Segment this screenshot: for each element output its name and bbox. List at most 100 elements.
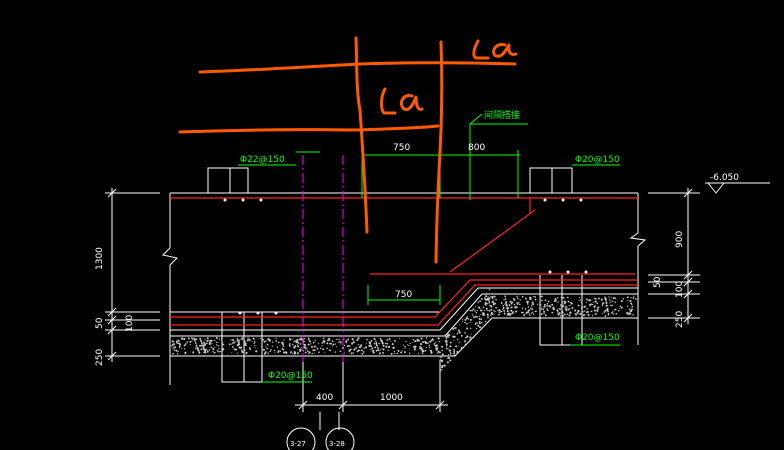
hatch-dot xyxy=(308,340,311,343)
hatch-dot xyxy=(564,308,567,311)
hatch-dot xyxy=(297,344,299,346)
hatch-dot xyxy=(241,351,244,354)
hatch-dot xyxy=(510,309,513,312)
hatch-dot xyxy=(466,322,468,325)
dim-bottom-1000: 1000 xyxy=(380,393,403,403)
hatch-dot xyxy=(400,351,403,354)
hatch-dot xyxy=(630,302,632,304)
hatch-dot xyxy=(274,350,276,352)
hatch-dot xyxy=(295,339,298,342)
hatch-dot xyxy=(288,338,292,341)
dim-left-100: 100 xyxy=(125,315,135,332)
hatch-dot xyxy=(540,304,542,306)
rebar-dots xyxy=(223,198,588,315)
hatch-dot xyxy=(509,313,512,317)
hatch-dot xyxy=(551,311,554,314)
hatch-dot xyxy=(382,351,384,354)
hatch-dot xyxy=(613,297,616,300)
hatch-dot xyxy=(243,337,245,339)
hatch-dot xyxy=(382,353,384,355)
hatch-dot xyxy=(416,340,419,342)
hatch-dot xyxy=(216,349,219,352)
hatch-dot xyxy=(316,347,319,350)
hatch-dot xyxy=(352,340,355,342)
dim-top-800: 800 xyxy=(468,143,485,153)
hatch-dot xyxy=(561,309,564,312)
hatch-dot xyxy=(480,327,482,329)
hatch-dot xyxy=(240,348,242,350)
hatch-dot xyxy=(469,336,472,339)
hatch-dot xyxy=(216,341,218,344)
hatch-dot xyxy=(253,342,255,345)
hatch-dot xyxy=(429,349,432,352)
hatch-dot xyxy=(456,338,459,341)
hatch-dot xyxy=(278,349,280,352)
hatch-dot xyxy=(627,300,629,302)
hatch-dot xyxy=(428,344,431,346)
hatch-dot xyxy=(297,345,300,348)
hatch-dot xyxy=(525,297,527,300)
hatch-dot xyxy=(210,346,213,349)
hatch-dot xyxy=(494,310,496,313)
hatch-dot xyxy=(440,368,442,371)
hatch-dot xyxy=(179,342,181,345)
hatch-dot xyxy=(490,312,493,315)
hatch-dot xyxy=(351,337,354,341)
hatch-dot xyxy=(493,310,495,312)
hatch-dot xyxy=(263,352,266,355)
hatch-dot xyxy=(568,314,571,317)
hatch-dot xyxy=(197,349,200,352)
hatch-dot xyxy=(483,314,485,317)
hatch-dot xyxy=(563,302,566,305)
hatch-dot xyxy=(313,349,316,351)
hatch-dot xyxy=(176,353,179,355)
hatch-dot xyxy=(493,295,496,298)
hatch-dot xyxy=(212,351,214,353)
hatch-dot xyxy=(474,323,477,326)
hatch-dot xyxy=(198,351,201,354)
hatch-dot xyxy=(362,351,365,353)
hatch-dot xyxy=(571,306,574,309)
hatch-dot xyxy=(206,350,209,352)
hatch-dot xyxy=(478,320,481,323)
hatch-dot xyxy=(492,300,495,303)
hatch-dot xyxy=(375,340,377,343)
hatch-dot xyxy=(532,313,535,315)
hatch-dot xyxy=(288,343,291,345)
hatch-dot xyxy=(531,308,534,310)
hatch-dot xyxy=(377,348,379,350)
hatch-dot xyxy=(566,307,568,309)
hatch-dot xyxy=(591,314,594,317)
hatch-dot xyxy=(370,349,372,351)
hatch-dot xyxy=(175,341,178,344)
hatch-dot xyxy=(422,350,425,352)
hatch-dot xyxy=(181,337,184,340)
hatch-dot xyxy=(614,301,616,304)
hatch-dot xyxy=(601,304,604,306)
hatch-dot xyxy=(396,352,398,355)
hatch-dot xyxy=(318,342,320,344)
hatch-dot xyxy=(323,337,325,340)
hatch-dot xyxy=(611,304,614,307)
hatch-dot xyxy=(409,342,411,345)
hatch-dot xyxy=(171,345,173,347)
hatch-dot xyxy=(626,312,628,314)
hatch-dot xyxy=(441,345,443,348)
hatch-dot xyxy=(203,349,206,352)
hatch-dot xyxy=(483,309,485,312)
hatch-dot xyxy=(540,313,543,315)
hatch-dot xyxy=(574,309,577,312)
hatch-dot xyxy=(282,343,284,346)
hatch-dot xyxy=(476,322,478,324)
hatch-dot xyxy=(576,312,579,315)
hatch-dot xyxy=(430,339,433,342)
hatch-dot xyxy=(480,318,483,320)
hatch-dot xyxy=(339,350,342,353)
hatch-dot xyxy=(515,306,517,308)
hatch-dot xyxy=(543,310,546,313)
hatch-dot xyxy=(524,308,527,310)
hatch-dot xyxy=(220,338,223,340)
hatch-dot xyxy=(435,348,438,351)
hatch-dot xyxy=(521,307,524,310)
hatch-dot xyxy=(338,338,340,341)
